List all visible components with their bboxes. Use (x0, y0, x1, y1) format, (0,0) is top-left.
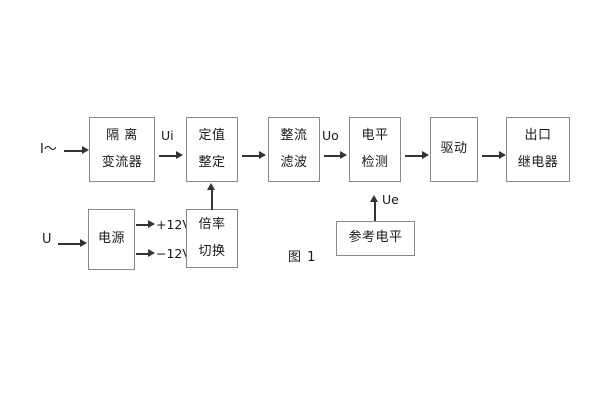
arrowhead-reference-to-level (370, 195, 378, 202)
block-multiplier-switch-line1: 倍率 (198, 217, 226, 233)
arrowhead-rectify-to-level (340, 151, 347, 159)
block-output-relay[interactable]: 出口 继电器 (506, 117, 570, 182)
wire-rail-negative (136, 253, 151, 255)
block-reference-level[interactable]: 参考电平 (336, 221, 415, 256)
block-reference-level-line1: 参考电平 (348, 230, 403, 246)
wire-level-to-drive (405, 155, 425, 157)
block-multiplier-switch[interactable]: 倍率 切换 (186, 209, 238, 268)
wire-current-to-isolation (64, 150, 84, 152)
arrowhead-current-to-isolation (82, 146, 89, 154)
arrowhead-multiplier-to-setting (207, 183, 215, 190)
arrowhead-rail-negative (148, 249, 155, 257)
block-rectify-filter-line1: 整流 (280, 128, 308, 144)
signal-label-uo: Uo (322, 128, 339, 143)
wire-reference-to-level (374, 200, 376, 221)
block-level-detection-line1: 电平 (361, 128, 389, 144)
block-power-supply[interactable]: 电源 (88, 209, 135, 270)
wire-isolation-to-setting (159, 155, 179, 157)
block-level-detection[interactable]: 电平 检测 (349, 117, 401, 182)
arrowhead-drive-to-output (499, 151, 506, 159)
current-input-label: I～ (40, 142, 57, 157)
wire-rail-positive (136, 224, 151, 226)
block-isolation-transformer-line2: 变流器 (101, 154, 143, 170)
block-rectify-filter-line2: 滤波 (280, 154, 308, 170)
signal-label-ui: Ui (161, 128, 174, 143)
block-level-detection-line2: 检测 (361, 154, 389, 170)
arrowhead-setting-to-rectify (259, 151, 266, 159)
wire-voltage-to-power (58, 243, 82, 245)
block-isolation-transformer[interactable]: 隔 离 变流器 (89, 117, 155, 182)
signal-label-ue: Ue (382, 192, 399, 207)
wire-multiplier-to-setting (211, 188, 213, 210)
arrowhead-voltage-to-power (80, 239, 87, 247)
voltage-input-label: U (42, 232, 52, 247)
block-isolation-transformer-line1: 隔 离 (106, 128, 138, 144)
block-output-relay-line2: 继电器 (517, 154, 559, 170)
block-setting-adjustment[interactable]: 定值 整定 (186, 117, 238, 182)
block-output-relay-line1: 出口 (524, 128, 552, 144)
rail-positive-label: +12V (156, 217, 191, 232)
rail-negative-label: −12V (156, 246, 191, 261)
arrowhead-level-to-drive (422, 151, 429, 159)
block-rectify-filter[interactable]: 整流 滤波 (268, 117, 320, 182)
arrowhead-isolation-to-setting (176, 151, 183, 159)
wire-setting-to-rectify (242, 155, 262, 157)
figure-caption: 图 1 (288, 250, 317, 265)
block-power-supply-line1: 电源 (97, 231, 125, 247)
block-drive[interactable]: 驱动 (430, 117, 478, 182)
wire-rectify-to-level (324, 155, 343, 157)
block-multiplier-switch-line2: 切换 (198, 243, 226, 259)
block-drive-line1: 驱动 (440, 141, 468, 157)
arrowhead-rail-positive (148, 220, 155, 228)
block-setting-adjustment-line2: 整定 (198, 154, 226, 170)
block-setting-adjustment-line1: 定值 (198, 128, 226, 144)
wire-drive-to-output (482, 155, 502, 157)
